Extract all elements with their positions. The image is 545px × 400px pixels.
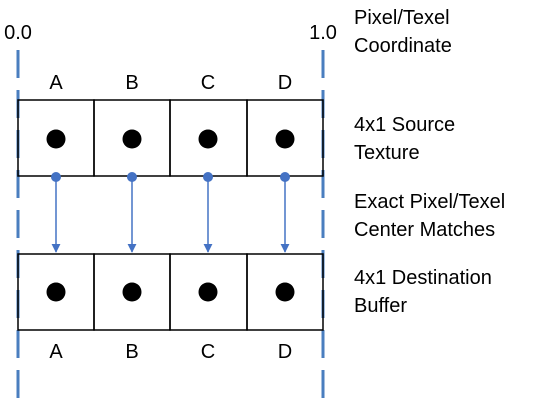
source-center-dot-b — [122, 129, 142, 149]
caption-coord-line1: Pixel/Texel — [354, 7, 450, 29]
source-texture-row — [17, 99, 324, 177]
match-arrow-origin-c — [203, 172, 213, 182]
source-center-dot-c — [198, 129, 218, 149]
source-label-a: A — [49, 72, 63, 94]
caption-coord-line2: Coordinate — [354, 35, 452, 57]
match-arrow-origin-d — [280, 172, 290, 182]
caption-match-line1: Exact Pixel/Texel — [354, 191, 505, 213]
match-arrow-origin-b — [127, 172, 137, 182]
source-center-dot-a — [46, 129, 66, 149]
caption-source-line2: Texture — [354, 142, 420, 164]
dest-label-c: C — [201, 341, 215, 363]
match-arrow-origin-a — [51, 172, 61, 182]
dest-center-dot-c — [198, 282, 218, 302]
dest-column-labels: A B C D — [49, 341, 292, 363]
dest-center-dot-d — [275, 282, 295, 302]
captions: Pixel/Texel Coordinate 4x1 Source Textur… — [354, 7, 505, 317]
source-label-d: D — [278, 72, 292, 94]
destination-buffer-row — [17, 253, 324, 331]
caption-dest-line1: 4x1 Destination — [354, 267, 492, 289]
caption-source-line1: 4x1 Source — [354, 114, 455, 136]
source-column-labels: A B C D — [49, 72, 292, 94]
dest-center-dot-a — [46, 282, 66, 302]
dest-label-a: A — [49, 341, 63, 363]
coord-start-label: 0.0 — [4, 22, 32, 44]
caption-match-line2: Center Matches — [354, 219, 495, 241]
center-match-arrows — [51, 172, 290, 253]
dest-center-dot-b — [122, 282, 142, 302]
source-label-b: B — [125, 72, 138, 94]
dest-label-b: B — [125, 341, 138, 363]
coord-end-label: 1.0 — [309, 22, 337, 44]
source-center-dot-d — [275, 129, 295, 149]
dest-label-d: D — [278, 341, 292, 363]
caption-dest-line2: Buffer — [354, 295, 407, 317]
dest-cell-d — [246, 253, 324, 331]
source-label-c: C — [201, 72, 215, 94]
